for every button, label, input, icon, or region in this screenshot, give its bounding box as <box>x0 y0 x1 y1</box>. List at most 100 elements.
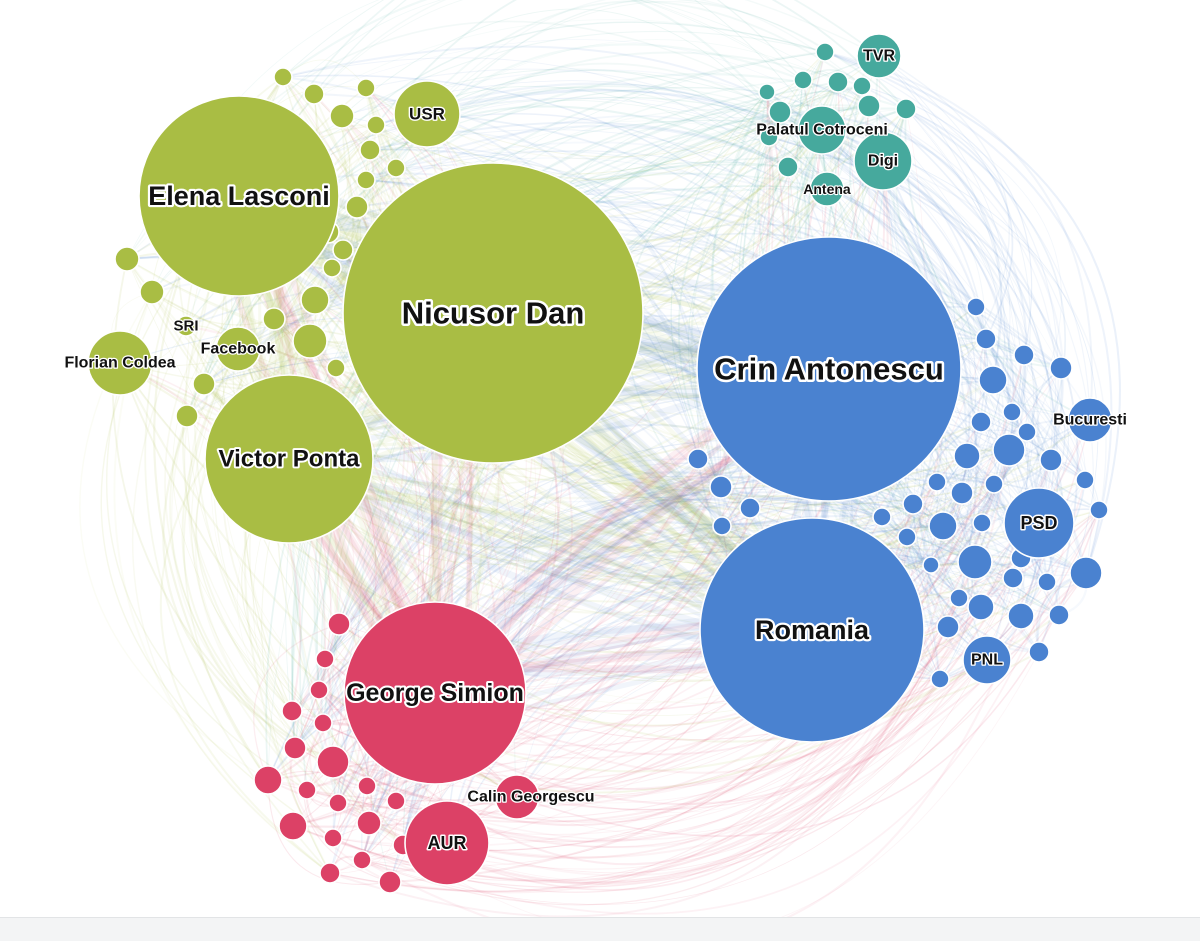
node-green[interactable] <box>329 103 355 129</box>
node-blue[interactable] <box>902 493 924 515</box>
node-teal[interactable] <box>857 94 881 118</box>
node-teal[interactable] <box>815 42 835 62</box>
node-red[interactable] <box>319 862 341 884</box>
node-blue[interactable] <box>970 411 992 433</box>
node-pnl[interactable] <box>962 635 1012 685</box>
node-blue[interactable] <box>978 365 1008 395</box>
node-red[interactable] <box>357 776 377 796</box>
node-green[interactable] <box>139 279 165 305</box>
node-red[interactable] <box>278 811 308 841</box>
node-teal[interactable] <box>768 100 792 124</box>
node-red[interactable] <box>356 810 382 836</box>
node-red[interactable] <box>297 780 317 800</box>
node-bucuresti[interactable] <box>1067 397 1113 443</box>
node-red[interactable] <box>309 680 329 700</box>
node-green[interactable] <box>192 372 216 396</box>
node-teal[interactable] <box>758 83 776 101</box>
node-red[interactable] <box>253 765 283 795</box>
node-blue[interactable] <box>1028 641 1050 663</box>
node-elena-lasconi[interactable] <box>138 95 340 297</box>
node-red[interactable] <box>327 612 351 636</box>
node-red[interactable] <box>352 850 372 870</box>
node-blue[interactable] <box>712 516 732 536</box>
node-red[interactable] <box>378 870 402 894</box>
node-teal[interactable] <box>793 70 813 90</box>
node-crin-antonescu[interactable] <box>696 236 962 502</box>
node-red[interactable] <box>315 649 335 669</box>
node-blue[interactable] <box>1048 604 1070 626</box>
node-green[interactable] <box>366 115 386 135</box>
node-green[interactable] <box>322 258 342 278</box>
node-tvr[interactable] <box>856 33 902 79</box>
node-blue[interactable] <box>953 442 981 470</box>
node-blue[interactable] <box>957 544 993 580</box>
node-blue[interactable] <box>1069 556 1103 590</box>
node-blue[interactable] <box>1002 567 1024 589</box>
node-red[interactable] <box>283 736 307 760</box>
node-antena[interactable] <box>809 171 845 207</box>
node-digi[interactable] <box>853 131 913 191</box>
node-red[interactable] <box>316 745 350 779</box>
node-blue[interactable] <box>1089 500 1109 520</box>
node-blue[interactable] <box>687 448 709 470</box>
node-blue[interactable] <box>972 513 992 533</box>
node-florian-coldea[interactable] <box>87 330 153 396</box>
node-victor-ponta[interactable] <box>204 374 374 544</box>
node-blue[interactable] <box>1002 402 1022 422</box>
node-red[interactable] <box>386 791 406 811</box>
node-blue[interactable] <box>927 472 947 492</box>
node-blue[interactable] <box>984 474 1004 494</box>
node-green[interactable] <box>273 67 293 87</box>
node-green[interactable] <box>262 307 286 331</box>
node-blue[interactable] <box>1007 602 1035 630</box>
node-aur[interactable] <box>404 800 490 886</box>
node-palatul-cotroceni[interactable] <box>797 105 847 155</box>
node-blue[interactable] <box>1049 356 1073 380</box>
node-green[interactable] <box>303 83 325 105</box>
node-blue[interactable] <box>950 481 974 505</box>
node-teal[interactable] <box>827 71 849 93</box>
node-green[interactable] <box>326 358 346 378</box>
node-blue[interactable] <box>1037 572 1057 592</box>
node-george-simion[interactable] <box>343 601 527 785</box>
node-blue[interactable] <box>949 588 969 608</box>
node-usr[interactable] <box>393 80 461 148</box>
node-blue[interactable] <box>975 328 997 350</box>
node-blue[interactable] <box>709 475 733 499</box>
node-green[interactable] <box>345 195 369 219</box>
node-calin-georgescu[interactable] <box>494 774 540 820</box>
node-green[interactable] <box>356 170 376 190</box>
node-blue[interactable] <box>1039 448 1063 472</box>
node-sri[interactable] <box>175 315 197 337</box>
node-blue[interactable] <box>897 527 917 547</box>
node-blue[interactable] <box>922 556 940 574</box>
node-teal[interactable] <box>895 98 917 120</box>
node-green[interactable] <box>332 239 354 261</box>
node-red[interactable] <box>323 828 343 848</box>
node-blue[interactable] <box>872 507 892 527</box>
node-green[interactable] <box>359 139 381 161</box>
node-red[interactable] <box>281 700 303 722</box>
node-green[interactable] <box>386 158 406 178</box>
node-blue[interactable] <box>1017 422 1037 442</box>
node-green[interactable] <box>175 404 199 428</box>
node-teal[interactable] <box>852 76 872 96</box>
node-romania[interactable] <box>699 517 925 743</box>
node-blue[interactable] <box>992 433 1026 467</box>
node-teal[interactable] <box>759 127 779 147</box>
node-blue[interactable] <box>928 511 958 541</box>
node-red[interactable] <box>328 793 348 813</box>
node-blue[interactable] <box>739 497 761 519</box>
node-red[interactable] <box>313 713 333 733</box>
node-psd[interactable] <box>1003 487 1075 559</box>
node-blue[interactable] <box>930 669 950 689</box>
node-blue[interactable] <box>1013 344 1035 366</box>
node-teal[interactable] <box>777 156 799 178</box>
node-green[interactable] <box>292 323 328 359</box>
node-nicusor-dan[interactable] <box>342 162 644 464</box>
node-blue[interactable] <box>936 615 960 639</box>
node-blue[interactable] <box>967 593 995 621</box>
node-green[interactable] <box>356 78 376 98</box>
node-green[interactable] <box>114 246 140 272</box>
node-facebook[interactable] <box>215 326 261 372</box>
